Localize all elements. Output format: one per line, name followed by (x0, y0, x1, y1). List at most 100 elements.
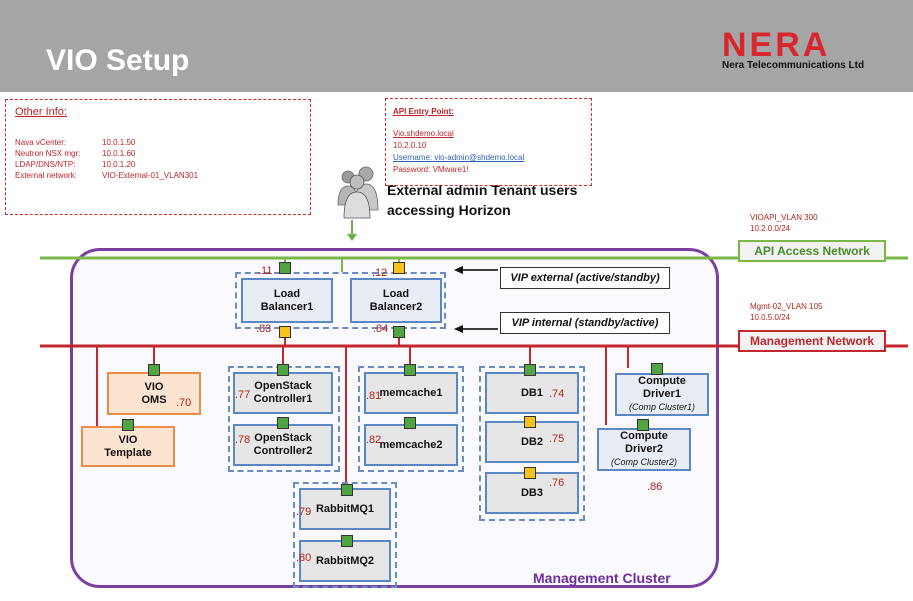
vip-external-arrowhead (454, 266, 463, 274)
lb1-line2: Balancer1 (260, 300, 314, 313)
mc2-ip: .82 (366, 434, 382, 446)
mc1-label: memcache1 (379, 386, 443, 399)
other-info-label: Neutron NSX mgr: (15, 149, 81, 158)
db2-ip: .75 (549, 433, 565, 445)
lb1-mgmt-port (279, 326, 291, 338)
memcache-2: memcache2 (364, 424, 458, 466)
other-info-row: Neutron NSX mgr: 10.0.1.60 (15, 149, 135, 158)
arrow-down-icon (347, 220, 357, 241)
cd2-ip: .86 (647, 481, 663, 493)
management-cluster-label: Management Cluster (533, 570, 671, 586)
api-entry-ip: 10.2.0.10 (393, 141, 427, 150)
osc1-ip: .77 (235, 389, 251, 401)
template-port (122, 419, 134, 431)
cd2-port (637, 419, 649, 431)
lb1-line1: Load (273, 287, 301, 300)
db-1: DB1 (485, 372, 579, 414)
lb2-line1: Load (382, 287, 410, 300)
mc2-label: memcache2 (379, 438, 443, 451)
db1-ip: .74 (549, 388, 565, 400)
osc2-line1: OpenStack (254, 432, 312, 444)
osc2-ip: .78 (235, 434, 251, 446)
db1-port (524, 364, 536, 376)
external-users-label: External admin Tenant users accessing Ho… (387, 180, 577, 220)
other-info-value: 10.0.1.20 (102, 160, 136, 169)
osc1-line2: Controller1 (253, 393, 313, 405)
template-line2: Template (104, 446, 152, 459)
cd1-port (651, 363, 663, 375)
other-info-row: External network: VIO-External-01_VLAN301 (15, 171, 198, 180)
rmq1-label: RabbitMQ1 (315, 502, 375, 515)
oms-line2: OMS (141, 393, 167, 406)
other-info-row: LDAP/DNS/NTP: 10.0.1.20 (15, 160, 135, 169)
lb2-ip-top: .12 (372, 267, 388, 279)
oms-ip: .70 (176, 397, 192, 409)
lb1-ip-bottom: .83 (256, 323, 272, 335)
api-entry-title: API Entry Point: (393, 107, 454, 116)
lb1-api-port (279, 262, 291, 274)
rabbitmq-2: RabbitMQ2 (299, 540, 391, 582)
users-group-icon (337, 166, 379, 219)
mc2-port (404, 417, 416, 429)
api-network-subnet: 10.2.0.0/24 (750, 224, 791, 233)
cd1-line1: Compute (638, 375, 686, 387)
other-info-value: VIO-External-01_VLAN301 (102, 171, 199, 180)
logo-company-name: Nera Telecommunications Ltd (722, 60, 865, 71)
api-entry-password: Password: VMware1! (393, 165, 469, 174)
other-info-row: Nava vCenter: 10.0.1.50 (15, 138, 135, 147)
other-info-value: 10.0.1.60 (102, 149, 136, 158)
external-users-line1: External admin Tenant users (387, 182, 578, 198)
rmq2-label: RabbitMQ2 (315, 554, 375, 567)
api-entry-host: Vio.shdemo.local (393, 129, 454, 138)
other-info-value: 10.0.1.50 (102, 138, 136, 147)
company-logo: NERA Nera Telecommunications Ltd (722, 26, 892, 71)
lb2-ip-bottom: .84 (373, 323, 389, 335)
cd2-line2: Driver2 (625, 443, 663, 455)
oms-port (148, 364, 160, 376)
memcache-1: memcache1 (364, 372, 458, 414)
page-title: VIO Setup (46, 44, 190, 77)
db3-port (524, 467, 536, 479)
cd1-line2: Driver1 (643, 388, 681, 400)
db1-label: DB1 (520, 386, 543, 399)
other-info-title: Other Info: (15, 106, 67, 118)
mc1-ip: .81 (366, 390, 382, 402)
other-info-label: External network: (15, 171, 77, 180)
other-info-label: LDAP/DNS/NTP: (15, 160, 76, 169)
header-bar (0, 0, 913, 92)
db2-port (524, 416, 536, 428)
external-users-line2: accessing Horizon (387, 202, 511, 218)
mgmt-network-vlan: Mgmt-02_VLAN 105 (750, 302, 823, 311)
oms-line1: VIO (144, 380, 164, 393)
api-entry-username: Username: vio-admin@shdemo.local (393, 153, 525, 162)
vip-internal-label: VIP internal (standby/active) (500, 312, 670, 334)
rmq1-ip: .79 (296, 506, 312, 518)
vip-internal-arrowhead (454, 325, 463, 333)
cd2-sub: (Comp Cluster2) (610, 457, 677, 467)
mgmt-network-subnet: 10.0.5.0/24 (750, 313, 791, 322)
rabbitmq-group (293, 482, 397, 588)
db3-ip: .76 (549, 477, 565, 489)
template-line1: VIO (118, 433, 138, 446)
rmq2-port (341, 535, 353, 547)
other-info-box: Other Info: Nava vCenter: 10.0.1.50 Neutr… (5, 99, 311, 215)
cd1-sub: (Comp Cluster1) (628, 402, 695, 412)
lb2-mgmt-port (393, 326, 405, 338)
cd2-line1: Compute (620, 430, 668, 442)
lb2-line2: Balancer2 (369, 300, 423, 313)
api-entry-box: API Entry Point: Vio.shdemo.local 10.2.0… (385, 98, 592, 186)
other-info-label: Nava vCenter: (15, 138, 67, 147)
lb1-ip-top: .11 (258, 265, 273, 277)
mc1-port (404, 364, 416, 376)
logo-wordmark: NERA (722, 26, 831, 64)
db3-label: DB3 (520, 486, 543, 499)
osc2-port (277, 417, 289, 429)
